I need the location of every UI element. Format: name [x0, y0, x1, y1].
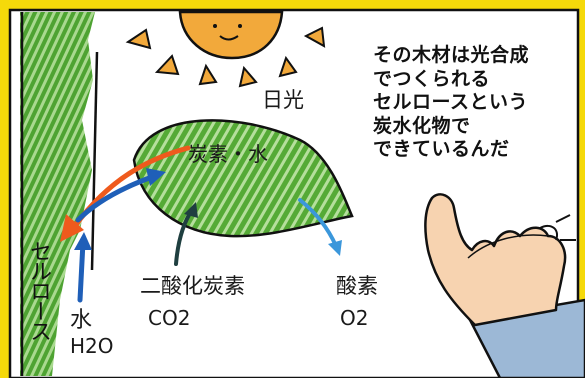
label-carbon-dioxide-formula: CO2	[148, 306, 191, 330]
trunk-right-edge	[90, 51, 99, 271]
arrow-co2-into-leaf	[174, 202, 198, 266]
label-carbon-dioxide: 二酸化炭素	[140, 274, 245, 298]
pointing-hand	[424, 193, 585, 378]
speech-line: でつくられる	[373, 67, 491, 90]
label-water: 水	[70, 308, 93, 333]
label-sunlight: 日光	[262, 88, 304, 112]
label-carbon-water: 炭素・水	[188, 142, 268, 166]
speech-line: できているんだ	[373, 138, 510, 160]
wood-trunk	[20, 12, 95, 376]
label-cellulose: セルロース	[26, 240, 51, 340]
label-oxygen: 酸素	[336, 274, 378, 298]
label-water-formula: H2O	[70, 334, 114, 358]
label-oxygen-formula: O2	[340, 306, 369, 330]
speech-line: その木材は光合成	[373, 44, 530, 66]
speech-text: その木材は光合成 でつくられる セルロースという 炭水化物で できているんだ	[373, 44, 583, 162]
arrow-o2-out	[298, 198, 342, 256]
arrow-water-up	[74, 232, 92, 303]
arrow-water-into-leaf	[75, 168, 166, 223]
speech-line: セルロースという	[373, 91, 529, 113]
speech-line: 炭水化物で	[373, 114, 471, 137]
sun-icon	[125, 10, 326, 88]
